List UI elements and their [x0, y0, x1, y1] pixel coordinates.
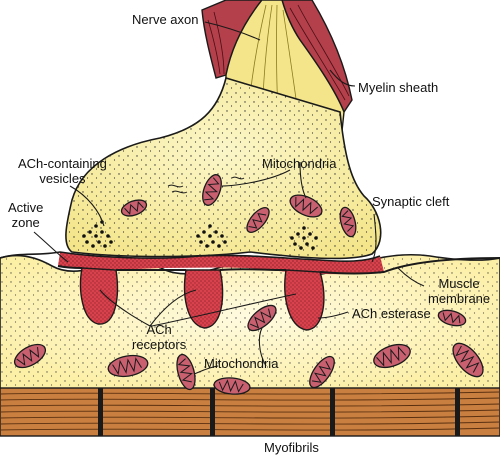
myofibrils-band: [0, 387, 500, 437]
synaptic-cleft-region: [0, 251, 500, 331]
ach-vesicles-label: ACh-containing vesicles: [18, 156, 107, 186]
myelin-sheath-label: Myelin sheath: [358, 80, 439, 95]
mitochondria-bottom-label: Mitochondria: [204, 356, 279, 371]
active-zone-label: Active zone: [8, 200, 44, 230]
myofibrils-label: Myofibrils: [264, 440, 319, 455]
leader-lines: [33, 21, 425, 375]
mitochondria-group: [13, 174, 484, 395]
muscle-membrane-label: Muscle membrane: [428, 276, 491, 306]
ach-receptors-label: ACh receptors: [132, 322, 187, 352]
synaptic-cleft-label: Synaptic cleft: [372, 194, 450, 209]
nerve-axon-label: Nerve axon: [132, 12, 199, 27]
ach-esterase-label: ACh esterase: [352, 306, 431, 321]
mitochondria-top-label: Mitochondria: [262, 156, 337, 171]
